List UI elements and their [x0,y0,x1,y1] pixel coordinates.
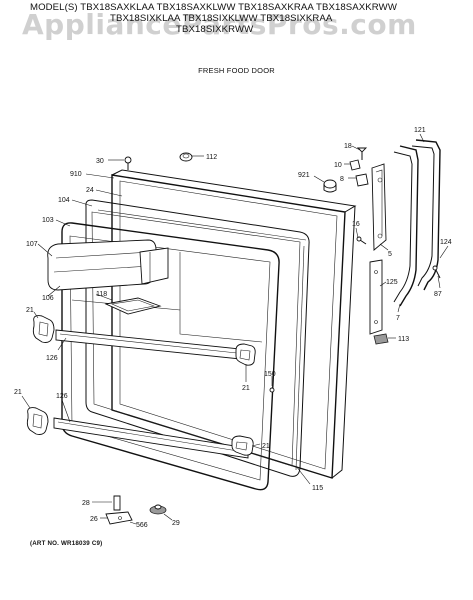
shelf-end-cap-right-upper [235,343,256,366]
callout-126-upper: 126 [46,355,58,362]
callout-10: 10 [334,162,342,169]
bracket-125 [369,259,383,335]
callout-107: 107 [26,241,38,248]
door-outer-panel [111,169,357,479]
callout-26: 26 [90,516,98,523]
bracket-26 [105,511,133,525]
callout-28: 28 [82,500,90,507]
part-8 [355,173,369,187]
cap-921 [323,179,337,193]
callout-113: 113 [398,336,409,343]
model-line-3: TBX18SIXKRWW [176,24,254,35]
watermark: AppliancePartsPros.com [22,8,417,41]
dairy-door [47,239,169,291]
callout-29: 29 [172,520,180,527]
model-line-2: TBX18SIXKLAA TBX18SIXKLWW TBX18SIXKRAA [110,13,333,24]
pin-28 [113,495,121,511]
callout-125: 125 [386,279,398,286]
screw-16 [356,236,367,245]
dairy-shelf [104,297,162,315]
screw-30 [124,156,132,170]
screw-150 [269,387,275,393]
callout-115: 115 [312,485,323,492]
callout-112: 112 [206,154,217,161]
door-gasket [85,199,310,477]
callout-118: 118 [96,291,107,298]
callout-910: 910 [70,171,82,178]
leader-lines [21,133,449,525]
plug-112 [179,152,193,162]
door-inner-liner [61,222,280,491]
section-title: FRESH FOOD DOOR [198,66,275,75]
foot-29 [149,504,167,515]
cap-113 [373,333,389,345]
model-line-1: MODEL(S) TBX18SAXKLAA TBX18SAXKLWW TBX18… [30,2,397,13]
door-handle-121 [393,139,441,307]
callout-103: 103 [42,217,54,224]
callout-121: 121 [414,127,426,134]
part-10 [349,159,361,171]
callout-104: 104 [58,197,70,204]
callout-566: 566 [136,522,148,529]
callout-labels: 30 112 910 24 104 103 107 118 106 21 126… [14,127,452,529]
door-shelf-upper [55,329,251,361]
screw-87 [432,265,441,279]
shelf-end-cap-left-lower [26,407,49,435]
callout-5: 5 [388,251,392,258]
callout-16: 16 [352,221,360,228]
callout-106: 106 [42,295,54,302]
door-shelf-lower [53,417,249,459]
callout-126-lower: 126 [56,393,68,400]
callout-124: 124 [440,239,452,246]
callout-150: 150 [264,371,276,378]
callout-921: 921 [298,172,310,179]
model-header: MODEL(S) TBX18SAXKLAA TBX18SAXKLWW TBX18… [30,2,470,35]
shelf-end-cap-right-lower [231,435,254,456]
callout-87: 87 [434,291,442,298]
callout-21-left-upper: 21 [26,307,34,314]
callout-7: 7 [396,315,400,322]
callout-21-right-upper: 21 [242,385,250,392]
callout-24: 24 [86,187,94,194]
hinge-bracket-5 [371,163,387,251]
callout-21-right-lower: 21 [262,443,270,450]
callout-8: 8 [340,176,344,183]
art-number: (ART NO. WR18039 C9) [30,540,103,547]
callout-30: 30 [96,158,104,165]
shelf-end-cap-left-upper [32,315,55,343]
callout-18: 18 [344,143,352,150]
callout-21-left-lower: 21 [14,389,22,396]
